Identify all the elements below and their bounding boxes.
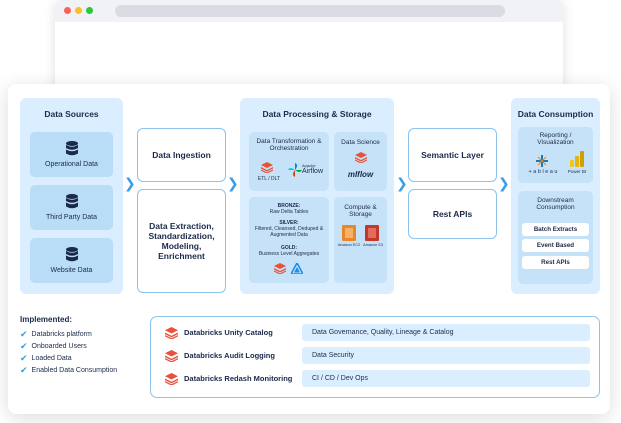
downstream-title: Downstream Consumption	[536, 197, 575, 211]
implemented-item: ✔ Enabled Data Consumption	[20, 365, 117, 376]
ec2-icon	[342, 225, 356, 241]
compute-storage-panel: Compute & Storage Amazon EC2 Amazon S3	[334, 197, 387, 283]
airflow-icon	[288, 163, 302, 177]
bronze-desc: Raw Delta Tables	[269, 209, 309, 215]
rest-apis-box: Rest APIs	[408, 189, 497, 239]
implemented-item: ✔ Onboarded Users	[20, 341, 87, 352]
power-bi-label: Power BI	[567, 169, 587, 174]
implemented-item-label: Databricks platform	[31, 331, 92, 338]
source-tile-website: Website Data	[30, 238, 113, 283]
data-ingestion-box: Data Ingestion	[137, 128, 226, 182]
data-extraction-label: Data Extraction, Standardization, Modeli…	[148, 221, 215, 261]
s3-icon	[365, 225, 379, 241]
transform-title: Data Transformation & Orchestration	[256, 138, 322, 152]
browser-window	[55, 0, 563, 100]
event-based-pill: Event Based	[522, 239, 589, 252]
data-processing-title: Data Processing & Storage	[262, 109, 372, 119]
data-consumption-title: Data Consumption	[517, 109, 594, 119]
source-label: Operational Data	[45, 161, 98, 168]
tableau-icon	[536, 155, 548, 167]
source-tile-operational: Operational Data	[30, 132, 113, 177]
chevron-right-icon: ❯	[498, 175, 510, 191]
chevron-right-icon: ❯	[124, 175, 136, 191]
check-icon: ✔	[20, 329, 28, 339]
data-sources-title: Data Sources	[44, 109, 99, 119]
data-extraction-box: Data Extraction, Standardization, Modeli…	[137, 189, 226, 293]
tool-name-label: Databricks Redash Monitoring	[184, 374, 293, 383]
silver-desc: Filtered, Cleansed, Deduped & Augmented …	[254, 226, 324, 238]
gold-desc: Business Level Aggregates	[258, 251, 320, 257]
address-bar[interactable]	[115, 5, 505, 17]
semantic-layer-label: Semantic Layer	[421, 150, 484, 160]
implemented-item-label: Onboarded Users	[31, 343, 87, 350]
chevron-right-icon: ❯	[396, 175, 408, 191]
reporting-panel: Reporting / Visualization + a b l e a u …	[518, 127, 593, 183]
databricks-icon	[165, 349, 178, 362]
silver-label: SILVER:	[279, 220, 299, 226]
ec2-label: Amazon EC2	[337, 243, 361, 247]
tool-row-name: Databricks Unity Catalog	[165, 324, 273, 341]
maximize-window-button[interactable]	[86, 7, 93, 14]
gold-label: GOLD:	[280, 245, 298, 251]
implemented-item: ✔ Loaded Data	[20, 353, 72, 364]
implemented-item-label: Loaded Data	[31, 355, 72, 362]
rest-apis-label: Rest APIs	[432, 209, 473, 219]
etl-label: ETL / DLT	[257, 176, 281, 182]
data-ingestion-label: Data Ingestion	[152, 150, 211, 160]
chevron-right-icon: ❯	[227, 175, 239, 191]
database-icon	[66, 141, 78, 156]
database-icon	[66, 194, 78, 209]
airflow-small-label: Apache	[302, 163, 316, 168]
implemented-item-label: Enabled Data Consumption	[31, 367, 118, 374]
tool-row-desc: Data Governance, Quality, Lineage & Cata…	[302, 324, 590, 341]
tool-name-label: Databricks Audit Logging	[184, 351, 275, 360]
tool-row-name: Databricks Redash Monitoring	[165, 370, 292, 387]
implemented-item: ✔ Databricks platform	[20, 329, 92, 340]
mlflow-label: mlflow	[347, 170, 374, 179]
source-label: Third Party Data	[46, 214, 97, 221]
databricks-icon	[165, 372, 178, 385]
browser-toolbar	[55, 0, 563, 22]
tool-row-name: Databricks Audit Logging	[165, 347, 275, 364]
semantic-layer-box: Semantic Layer	[408, 128, 497, 182]
databricks-icon	[274, 263, 286, 274]
medallion-panel: BRONZE: Raw Delta Tables SILVER: Filtere…	[249, 197, 329, 283]
databricks-icon	[165, 326, 178, 339]
rest-apis-pill: Rest APIs	[522, 256, 589, 269]
delta-lake-icon	[291, 263, 303, 274]
database-icon	[66, 247, 78, 262]
check-icon: ✔	[20, 341, 28, 351]
power-bi-icon	[570, 151, 584, 167]
airflow-label: Airflow	[302, 168, 324, 175]
compute-storage-title: Compute & Storage	[344, 204, 377, 218]
transform-panel: Data Transformation & Orchestration ETL …	[249, 132, 329, 191]
databricks-icon	[355, 152, 367, 163]
minimize-window-button[interactable]	[75, 7, 82, 14]
tool-name-label: Databricks Unity Catalog	[184, 328, 273, 337]
tool-row-desc: Data Security	[302, 347, 590, 364]
bronze-label: BRONZE:	[277, 203, 301, 209]
source-tile-third-party: Third Party Data	[30, 185, 113, 230]
tool-row-desc: CI / CD / Dev Ops	[302, 370, 590, 387]
reporting-title: Reporting / Visualization	[537, 132, 574, 146]
tableau-label: + a b l e a u	[528, 169, 558, 175]
data-science-title: Data Science	[341, 139, 380, 146]
check-icon: ✔	[20, 365, 28, 375]
data-science-panel: Data Science mlflow	[334, 132, 387, 191]
databricks-icon	[261, 162, 273, 173]
implemented-title: Implemented:	[20, 315, 73, 324]
downstream-panel: Downstream Consumption	[518, 191, 593, 284]
source-label: Website Data	[50, 267, 93, 274]
check-icon: ✔	[20, 353, 28, 363]
batch-extracts-pill: Batch Extracts	[522, 223, 589, 236]
close-window-button[interactable]	[64, 7, 71, 14]
s3-label: Amazon S3	[363, 243, 383, 247]
